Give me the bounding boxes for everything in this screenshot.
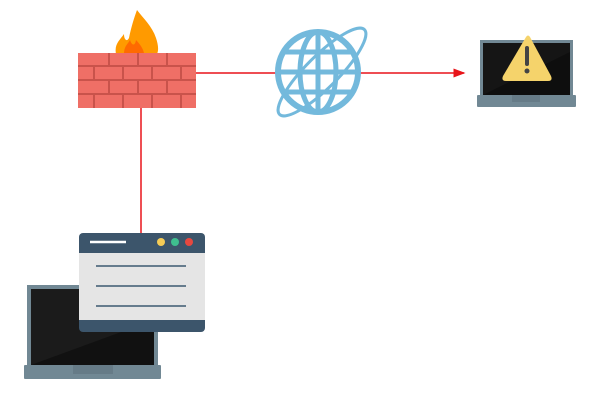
flame-icon	[115, 10, 159, 54]
window-dot-green	[171, 238, 179, 246]
warning-icon	[502, 35, 552, 81]
window-dot-red	[185, 238, 193, 246]
warning-laptop-icon	[477, 35, 576, 107]
firewall-icon	[78, 10, 196, 108]
browser-window-icon	[79, 233, 205, 332]
window-dot-yellow	[157, 238, 165, 246]
globe-icon	[275, 26, 368, 118]
